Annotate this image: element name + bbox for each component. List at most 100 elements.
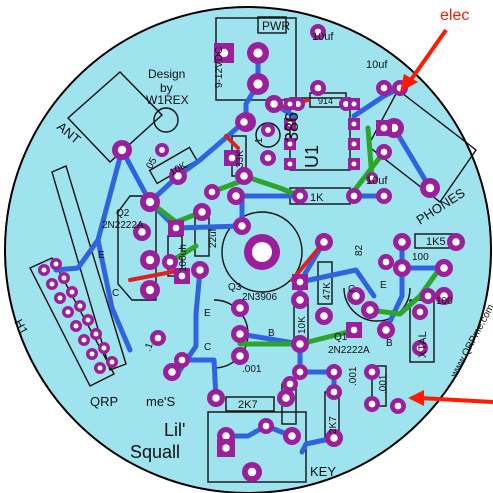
square-pad xyxy=(348,158,360,170)
square-pad xyxy=(346,322,362,338)
round-pad xyxy=(169,167,187,185)
square-pad xyxy=(214,43,234,63)
square-pad xyxy=(168,220,184,236)
round-pad xyxy=(315,307,333,325)
blue-trace xyxy=(299,435,337,455)
c-1-label: .1 xyxy=(254,137,265,146)
c-001-b-label: .001 xyxy=(348,366,359,386)
round-pad xyxy=(347,287,365,305)
r-1k-label: 1K xyxy=(310,192,324,204)
square-pad xyxy=(284,98,296,110)
round-pad xyxy=(435,259,453,277)
round-pad xyxy=(233,217,251,235)
header-h1-outline xyxy=(29,257,115,387)
round-pad xyxy=(283,427,301,445)
q1-ref-label: Q1 xyxy=(334,332,348,343)
round-pad xyxy=(435,287,453,305)
round-pad xyxy=(325,429,343,447)
round-pad xyxy=(376,188,392,204)
transistor-q1-outline xyxy=(343,287,411,322)
antenna-jack-outline xyxy=(66,71,164,163)
header-pin xyxy=(94,362,106,374)
round-pad xyxy=(447,233,465,251)
r-82-label: 82 xyxy=(354,244,365,256)
round-pad xyxy=(291,335,309,353)
mounting-hole-ring xyxy=(221,211,303,293)
round-pad xyxy=(258,418,274,434)
round-pad xyxy=(393,259,411,277)
square-pad xyxy=(348,138,360,150)
red-trace xyxy=(224,134,240,150)
key-label: KEY xyxy=(310,464,336,479)
c-10uf-b-label: 10uf xyxy=(366,59,388,71)
pwr-label-box xyxy=(257,16,287,34)
c-100-a-label: 100 xyxy=(412,252,429,263)
round-pad xyxy=(326,364,342,380)
elec-annotation: elec xyxy=(440,7,469,24)
r-10k-mid-label: 10K xyxy=(297,316,308,334)
round-pad xyxy=(261,123,275,137)
round-pad xyxy=(140,280,160,300)
round-pad xyxy=(260,150,276,166)
round-pad xyxy=(346,188,362,204)
red-trace xyxy=(128,268,184,282)
blue-trace xyxy=(223,423,295,439)
round-pad xyxy=(193,203,211,221)
r-2k7-a-label: 2K7 xyxy=(238,399,258,411)
square-pad xyxy=(348,98,360,110)
square-pad xyxy=(376,120,392,136)
brand-qrp-label: QRP xyxy=(90,394,118,409)
round-pad xyxy=(361,301,379,319)
brand-mes-label: me'S xyxy=(146,394,176,409)
round-pad xyxy=(390,398,406,414)
r-1k5-label: 1K5 xyxy=(426,236,446,248)
design-label: Design xyxy=(148,67,185,81)
q2-part-label: 2N2222A xyxy=(102,220,144,231)
round-pad xyxy=(231,325,249,343)
r-2k7-b-label: 2K7 xyxy=(328,416,339,434)
round-pad xyxy=(235,167,253,185)
ic-ref-label: U1 xyxy=(302,145,322,168)
c-100-b-label: 100 xyxy=(436,296,453,307)
round-pad xyxy=(231,347,249,365)
round-pad xyxy=(277,389,295,407)
header-pin xyxy=(66,286,78,298)
square-pad xyxy=(292,274,308,290)
diode-914-label: 914 xyxy=(318,96,333,106)
blue-trace xyxy=(53,265,81,273)
round-pad xyxy=(174,352,190,368)
blue-trace xyxy=(147,119,247,205)
header-pin xyxy=(74,300,86,312)
header-pin xyxy=(86,348,98,360)
blue-trace xyxy=(75,147,153,271)
header-pin xyxy=(38,264,50,276)
pwr-voltage-label: 9-12VDC xyxy=(214,47,225,88)
round-pad xyxy=(412,304,428,320)
title-squall-label: Squall xyxy=(130,442,180,462)
blue-trace xyxy=(95,237,133,353)
round-pad xyxy=(412,340,428,356)
square-pad xyxy=(348,118,360,130)
q1-e-label: E xyxy=(380,280,387,291)
square-pad xyxy=(284,138,296,150)
ic-u1-outline xyxy=(289,97,351,171)
c-10uf-a-label: 10uf xyxy=(312,31,334,43)
square-pad xyxy=(174,268,190,284)
blue-trace xyxy=(391,125,433,191)
round-pad xyxy=(292,188,308,204)
square-pad xyxy=(284,118,296,130)
header-pin xyxy=(54,292,66,304)
square-pad xyxy=(217,439,235,457)
header-pin xyxy=(106,356,118,368)
q3-c-label: C xyxy=(204,342,211,353)
round-pad xyxy=(140,250,160,270)
annotation-arrows xyxy=(400,28,493,406)
header-pin xyxy=(82,314,94,326)
elec-arrow xyxy=(406,28,448,86)
round-pad xyxy=(310,80,326,96)
round-pad xyxy=(315,233,333,251)
r-100uh-label: 100uh xyxy=(178,244,189,272)
header-pin xyxy=(58,272,70,284)
round-pad xyxy=(207,389,225,407)
capacitor-arrowhead xyxy=(408,390,424,406)
